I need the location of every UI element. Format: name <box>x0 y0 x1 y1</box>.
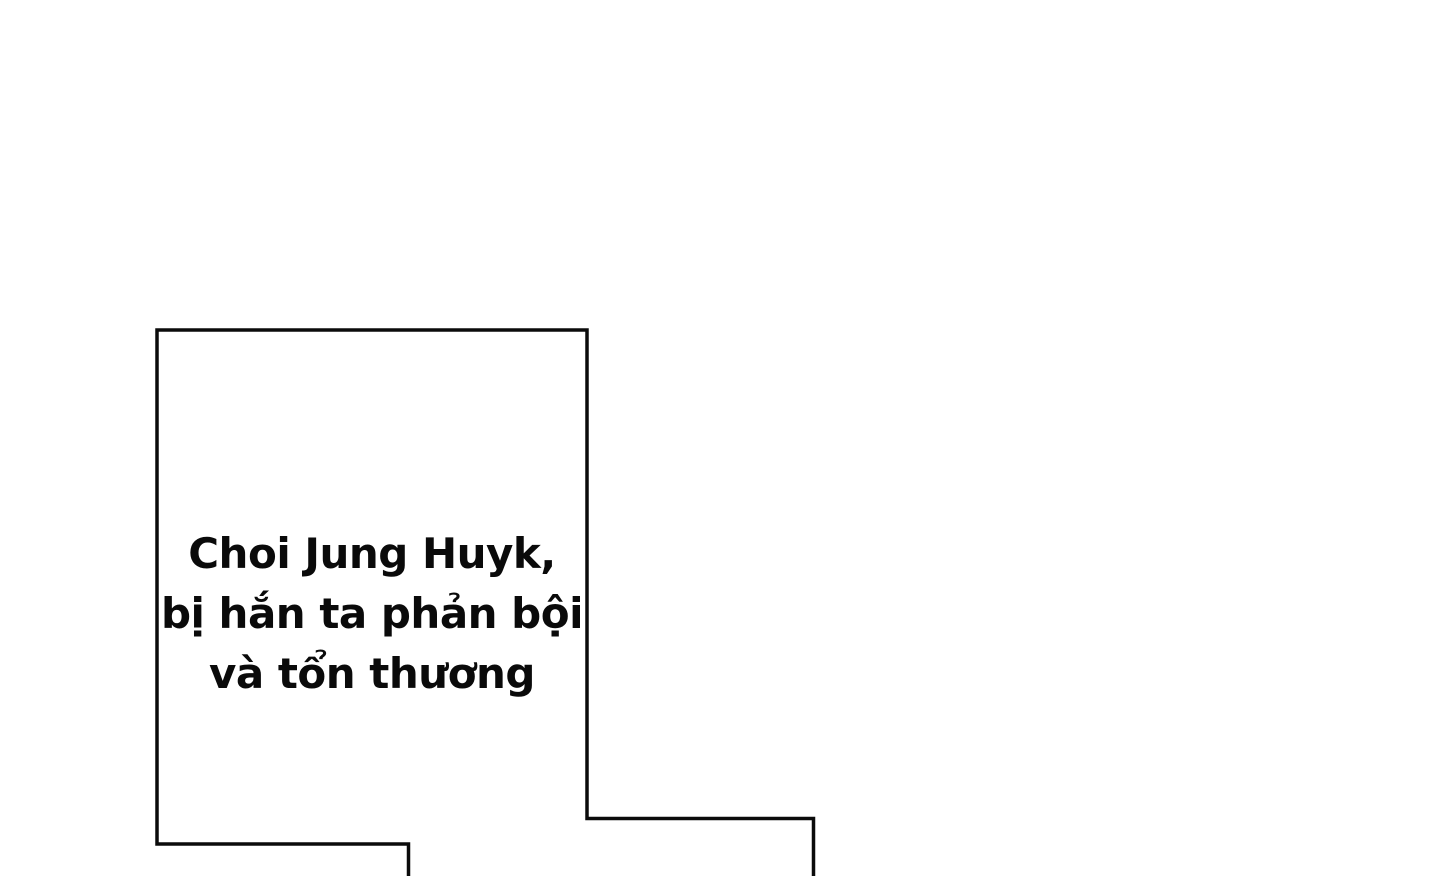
dialogue-line-3: và tổn thương <box>209 649 536 698</box>
dialogue-text: Choi Jung Huyk, bị hắn ta phản bội và tổ… <box>157 524 587 704</box>
dialogue-line-1: Choi Jung Huyk, <box>188 529 556 578</box>
panel-border-path <box>155 328 816 876</box>
dialogue-line-2: bị hắn ta phản bội <box>160 589 584 638</box>
